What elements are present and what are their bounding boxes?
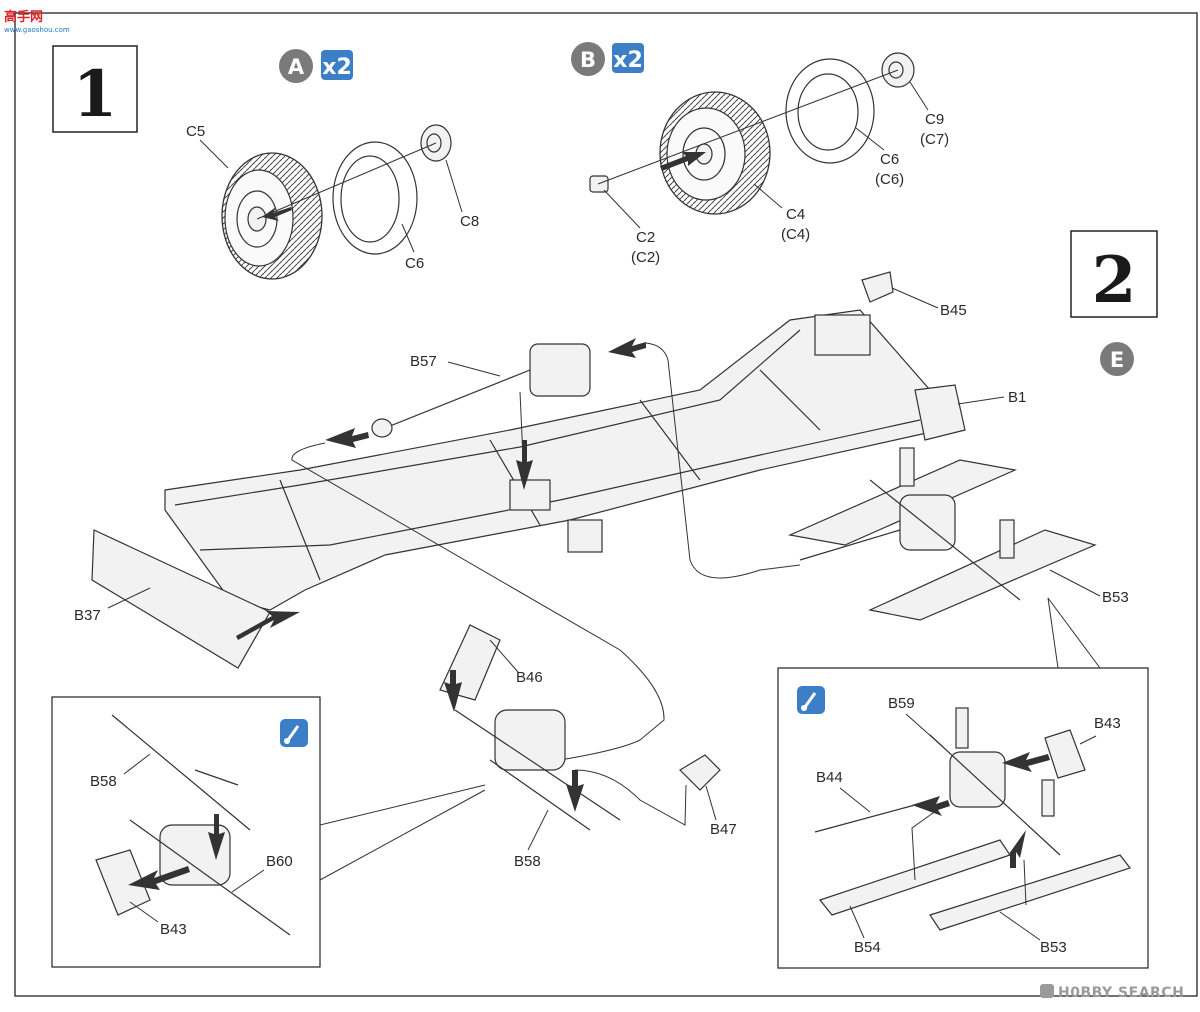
watermark-logo-subtitle: www.gaoshou.com <box>4 26 70 34</box>
label-c5: C5 <box>186 123 205 140</box>
rear-axle-assembly <box>787 447 1097 621</box>
label-inset-b43: B43 <box>1094 715 1121 732</box>
label-b58: B58 <box>514 853 541 870</box>
label-c9: C9 <box>925 111 944 128</box>
label-b47: B47 <box>710 821 737 838</box>
svg-text:A: A <box>288 55 305 79</box>
label-b57: B57 <box>410 353 437 370</box>
svg-text:B: B <box>580 48 596 72</box>
label-inset-b58: B58 <box>90 773 117 790</box>
step-2-number: 2 <box>1092 243 1137 318</box>
variant-a-multiplier: x2 <box>322 55 352 80</box>
variant-e-badge: E <box>1100 342 1134 376</box>
svg-text:E: E <box>1110 348 1124 372</box>
wheel-b-assembly <box>589 52 915 215</box>
label-b37: B37 <box>74 607 101 624</box>
b37-panel <box>91 529 300 669</box>
step-1-number: 1 <box>73 57 118 132</box>
page-frame <box>14 12 1198 997</box>
svg-text:H0BBY SEARCH: H0BBY SEARCH <box>1058 985 1184 1001</box>
step-1-box: 1 <box>52 45 138 133</box>
inset-rear-detail <box>777 597 1149 969</box>
label-c2-alt: (C2) <box>631 249 660 266</box>
label-c4: C4 <box>786 206 805 223</box>
step-2-box: 2 <box>1070 230 1158 318</box>
part-labels: C5 C6 C8 C2 (C2) C4 (C4) C6 (C6) C9 (C7)… <box>74 81 1129 956</box>
watermark-logo: 高手网 www.gaoshou.com <box>4 9 70 34</box>
label-c2: C2 <box>636 229 655 246</box>
wheel-a-assembly <box>221 124 452 280</box>
label-inset-b44: B44 <box>816 769 843 786</box>
variant-b-multiplier: x2 <box>613 48 643 73</box>
variant-a-badge: A x2 <box>279 49 353 83</box>
label-c6-b-alt: (C6) <box>875 171 904 188</box>
label-inset-b60: B60 <box>266 853 293 870</box>
chassis-frame <box>164 271 966 611</box>
label-c8: C8 <box>460 213 479 230</box>
label-c6-a: C6 <box>405 255 424 272</box>
front-axle-assembly <box>439 624 721 831</box>
inset-front-detail <box>51 696 486 968</box>
label-b53: B53 <box>1102 589 1129 606</box>
variant-b-badge: B x2 <box>571 42 644 76</box>
label-b46: B46 <box>516 669 543 686</box>
label-inset-b53: B53 <box>1040 939 1067 956</box>
watermark-logo-title: 高手网 <box>4 9 43 25</box>
label-c6-b: C6 <box>880 151 899 168</box>
label-b45: B45 <box>940 302 967 319</box>
label-inset-b54: B54 <box>854 939 881 956</box>
label-c4-alt: (C4) <box>781 226 810 243</box>
watermark-hobbysearch: H0BBY SEARCH <box>1040 984 1184 1001</box>
b57-driveshaft <box>291 338 801 761</box>
label-inset-b43: B43 <box>160 921 187 938</box>
label-inset-b59: B59 <box>888 695 915 712</box>
label-c9-alt: (C7) <box>920 131 949 148</box>
label-b1: B1 <box>1008 389 1026 406</box>
